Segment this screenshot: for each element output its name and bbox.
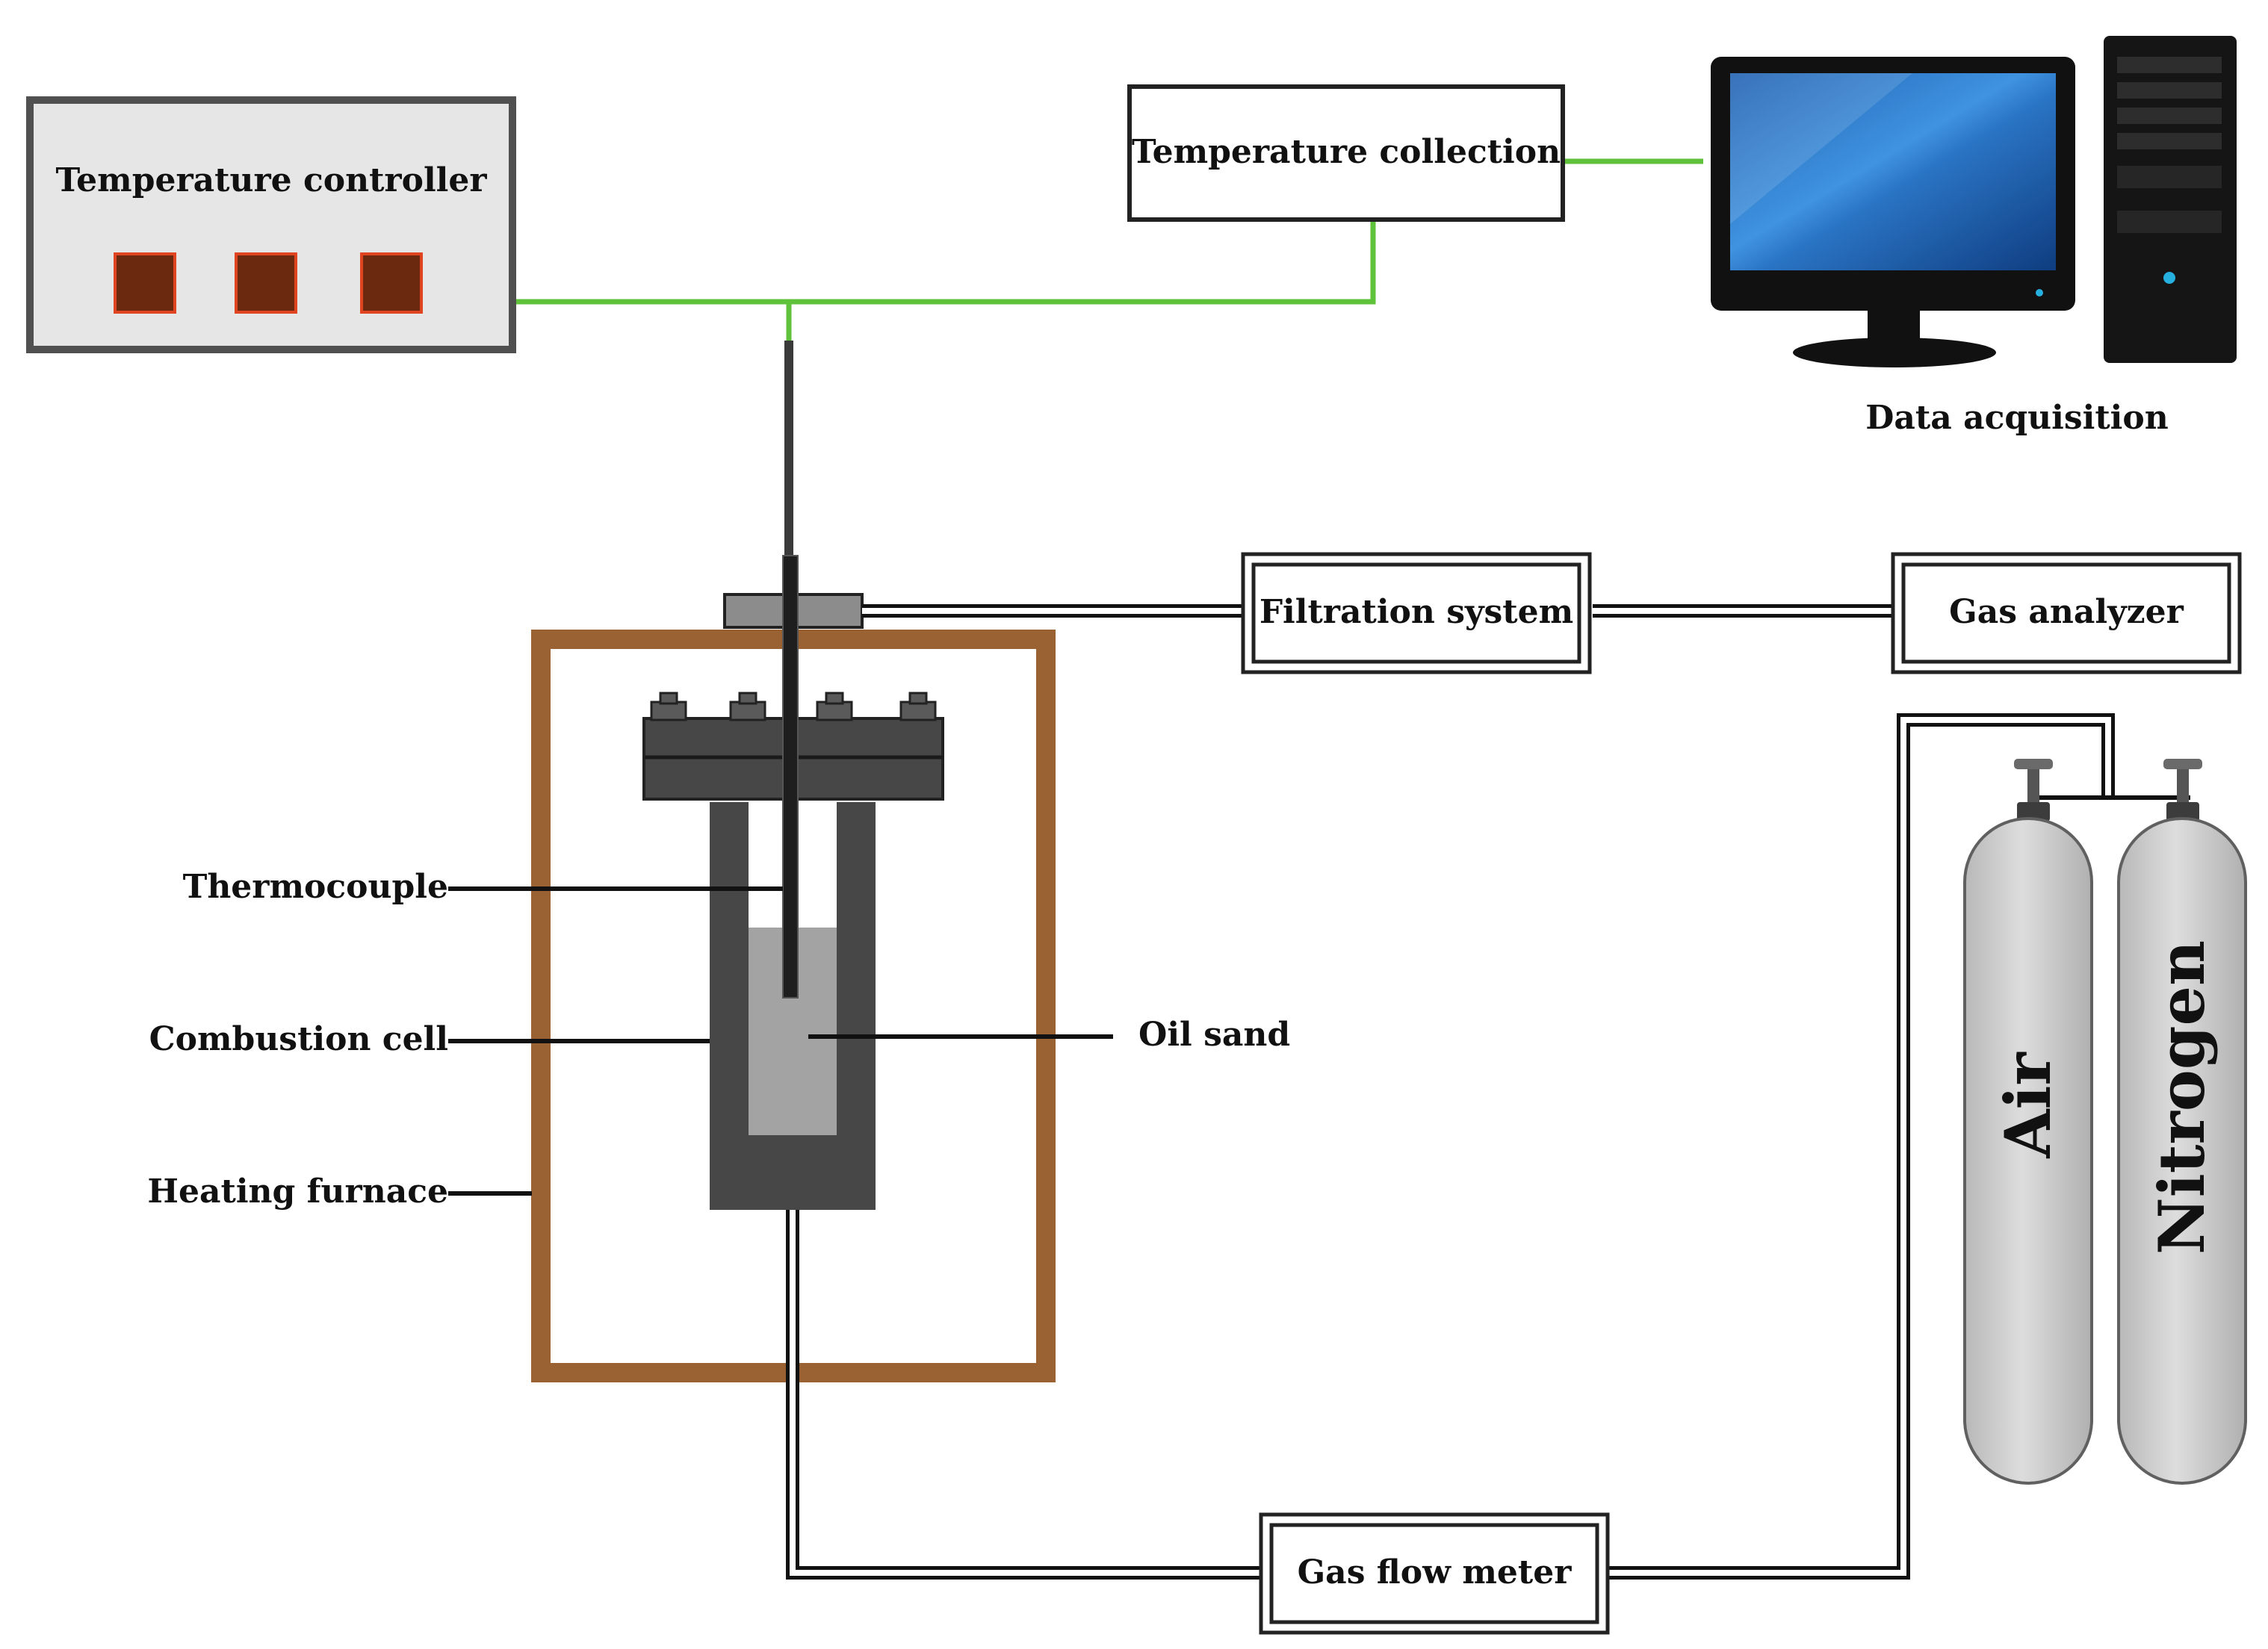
oil-sand-label: Oil sand bbox=[1138, 1016, 1291, 1054]
temperature-controller-label: Temperature controller bbox=[55, 161, 487, 199]
flange-bolts bbox=[650, 692, 937, 721]
reactor-assembly bbox=[531, 341, 1056, 1382]
filtration-system-label: Filtration system bbox=[1259, 593, 1574, 631]
monitor-stand bbox=[1793, 338, 1996, 367]
thermocouple-lead bbox=[784, 341, 793, 557]
bolt-4-head bbox=[908, 692, 928, 705]
gas-flow-meter-label: Gas flow meter bbox=[1297, 1553, 1572, 1591]
nitrogen-cylinder bbox=[2117, 759, 2247, 1485]
filtration-system-box bbox=[1241, 552, 1592, 674]
air-cylinder bbox=[1963, 759, 2093, 1485]
gas-cylinders bbox=[1963, 759, 2247, 1485]
drive-bay-1 bbox=[2117, 57, 2222, 73]
bolt-2 bbox=[729, 701, 766, 721]
air-cylinder-label: Air bbox=[1991, 1052, 2065, 1158]
bolt-4 bbox=[899, 701, 937, 721]
bolt-2-head bbox=[738, 692, 757, 705]
controller-to-collection-wire bbox=[514, 218, 1376, 305]
cell-inlet-tube bbox=[786, 1210, 1261, 1580]
temperature-controller bbox=[26, 96, 516, 353]
bolt-1 bbox=[650, 701, 687, 721]
bolt-3 bbox=[816, 701, 853, 721]
temperature-collection-label: Temperature collection bbox=[1131, 133, 1561, 171]
combustion-cell-label: Combustion cell bbox=[149, 1020, 448, 1058]
nitrogen-cylinder-label: Nitrogen bbox=[2145, 940, 2219, 1255]
signal-wires bbox=[514, 158, 1703, 341]
data-acquisition-label: Data acquisition bbox=[1865, 399, 2169, 437]
air-regulator bbox=[2017, 802, 2050, 822]
nitrogen-valve-handle bbox=[2163, 759, 2202, 769]
air-valve-handle bbox=[2014, 759, 2053, 769]
temperature-collection-box bbox=[1127, 84, 1565, 222]
monitor-power-led bbox=[2036, 289, 2043, 296]
indicator-light-3 bbox=[360, 252, 423, 314]
gas-flow-meter-box bbox=[1259, 1512, 1610, 1635]
screen-glare bbox=[1730, 73, 1912, 224]
drive-bay-3 bbox=[2117, 108, 2222, 124]
thermocouple-label: Thermocouple bbox=[182, 868, 448, 906]
drive-bay-5 bbox=[2117, 166, 2222, 188]
drive-bay-6 bbox=[2117, 211, 2222, 233]
heating-furnace-label: Heating furnace bbox=[147, 1173, 448, 1211]
gas-analyzer-label: Gas analyzer bbox=[1949, 593, 2184, 631]
drive-bay-4 bbox=[2117, 133, 2222, 149]
gas-analyzer-box bbox=[1891, 552, 2242, 674]
monitor-screen bbox=[1730, 73, 2056, 270]
bolt-3-head bbox=[825, 692, 844, 705]
computer bbox=[1711, 36, 2237, 367]
pc-power-led bbox=[2163, 272, 2175, 284]
indicator-light-2 bbox=[235, 252, 297, 314]
air-valve-stem bbox=[2027, 763, 2039, 807]
gas-tubing bbox=[786, 604, 2115, 1580]
nitrogen-tank bbox=[2117, 817, 2247, 1485]
nitrogen-regulator bbox=[2166, 802, 2199, 822]
indicator-light-1 bbox=[114, 252, 176, 314]
bolt-1-head bbox=[659, 692, 678, 705]
nitrogen-valve-stem bbox=[2177, 763, 2189, 807]
leader-lines bbox=[448, 886, 1113, 1196]
monitor-neck bbox=[1868, 311, 1920, 341]
drive-bay-2 bbox=[2117, 82, 2222, 99]
thermocouple-probe bbox=[782, 555, 799, 999]
air-tank bbox=[1963, 817, 2093, 1485]
